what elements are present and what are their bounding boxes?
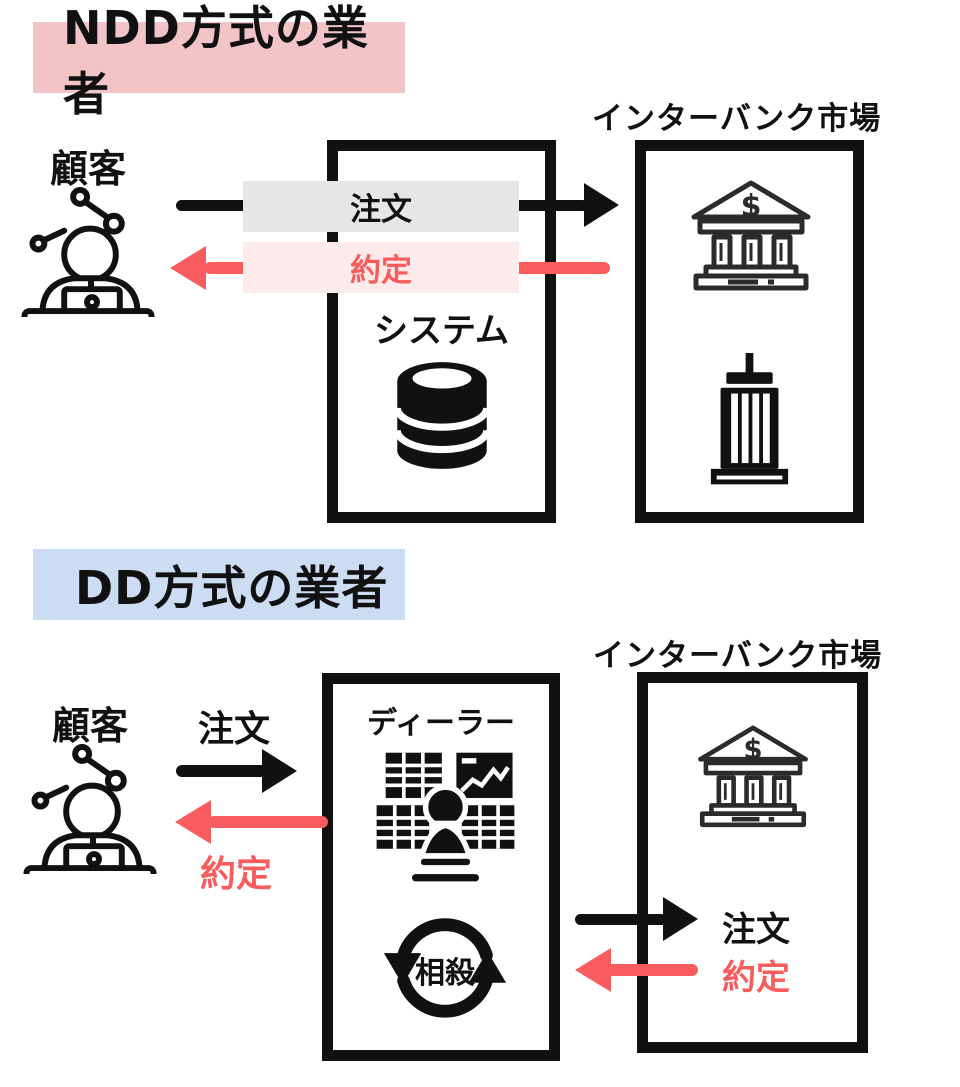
ndd-execution-arrow-head: [170, 246, 206, 290]
dd-execution-arrow-line: [208, 816, 328, 828]
ndd-order-arrow-head: [584, 183, 619, 227]
customer-icon: [21, 186, 155, 317]
svg-text:$: $: [741, 189, 762, 224]
dd-dealer-label: ディーラー: [367, 706, 515, 741]
ndd-execution-bar: 約定: [243, 242, 519, 293]
dd-title: DD方式の業者: [33, 549, 405, 620]
ndd-title-label: NDD方式の業者: [63, 0, 369, 121]
ndd-order-label: 注文: [350, 192, 412, 228]
ndd-title: NDD方式の業者: [33, 1, 405, 121]
dd-market-order-arrow-head: [663, 897, 698, 941]
dd-market-execution-label: 約定: [722, 958, 790, 998]
bank-dollar-icon: $: [698, 725, 808, 828]
database-icon: [393, 362, 491, 469]
customer-icon: [23, 743, 157, 874]
dd-title-label: DD方式の業者: [75, 560, 389, 615]
dd-market-execution-arrow-head: [575, 948, 611, 992]
dd-execution-label: 約定: [200, 854, 273, 895]
dd-interbank-label: インターバンク市場: [593, 638, 883, 674]
office-building-icon: [710, 353, 789, 485]
dd-order-label: 注文: [198, 709, 271, 750]
dd-market-order-arrow-line: [575, 914, 667, 925]
trader-screens-icon: [376, 752, 515, 887]
ndd-order-bar: 注文: [243, 181, 519, 232]
cycle-arrows-icon: [383, 918, 507, 1018]
dd-market-order-label: 注文: [722, 910, 790, 950]
dd-order-arrow-line: [176, 765, 276, 777]
bank-dollar-icon: $: [691, 180, 811, 291]
ndd-interbank-label: インターバンク市場: [592, 101, 882, 137]
ndd-customer-label: 顧客: [50, 147, 127, 191]
ndd-execution-label: 約定: [350, 253, 412, 289]
dd-offset-label: 相殺: [415, 956, 475, 991]
ndd-system-label: システム: [374, 311, 509, 351]
dd-order-arrow-head: [262, 749, 297, 793]
dd-customer-label: 顧客: [52, 704, 129, 748]
dd-market-execution-arrow-line: [606, 964, 698, 976]
dd-execution-arrow-head: [175, 800, 211, 844]
svg-text:$: $: [743, 732, 762, 765]
